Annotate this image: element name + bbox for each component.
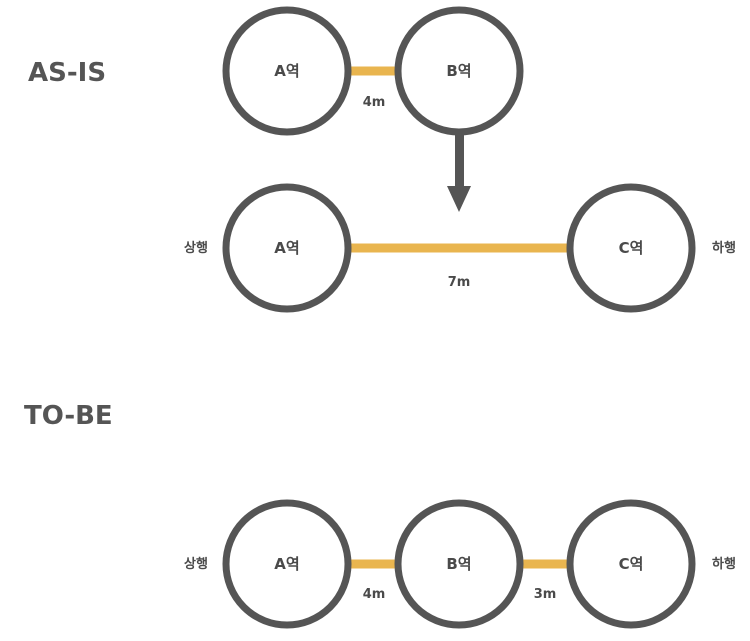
- edge-b-c-label: 3m: [534, 587, 557, 602]
- up-direction-label: 상행: [184, 556, 208, 572]
- station-a: [222, 6, 352, 136]
- edge-a-b-label: 4m: [363, 95, 386, 110]
- station-c-label: C역: [619, 239, 644, 257]
- station-c: [566, 499, 696, 629]
- as-is-title: AS-IS: [28, 58, 106, 88]
- up-direction-label: 상행: [184, 240, 208, 256]
- edge-a-b-label: 4m: [363, 587, 386, 602]
- station-a-label: A역: [274, 239, 299, 257]
- station-b-label: B역: [446, 555, 471, 573]
- as-is-before-row: A역 B역 4m: [222, 6, 524, 136]
- down-direction-label: 하행: [712, 240, 736, 256]
- station-a: [222, 183, 352, 313]
- to-be-row: 상행 A역 B역 C역 4m 3m 하행: [184, 499, 736, 629]
- arrow-down-icon: [447, 132, 471, 212]
- to-be-title: TO-BE: [24, 401, 113, 431]
- down-direction-label: 하행: [712, 556, 736, 572]
- as-is-after-row: 상행 A역 C역 7m 하행: [184, 183, 736, 313]
- station-a-label: A역: [274, 555, 299, 573]
- station-b-label: B역: [446, 62, 471, 80]
- station-c: [566, 183, 696, 313]
- edge-a-c-label: 7m: [448, 275, 471, 290]
- station-b: [394, 499, 524, 629]
- station-a-label: A역: [274, 62, 299, 80]
- station-c-label: C역: [619, 555, 644, 573]
- station-a: [222, 499, 352, 629]
